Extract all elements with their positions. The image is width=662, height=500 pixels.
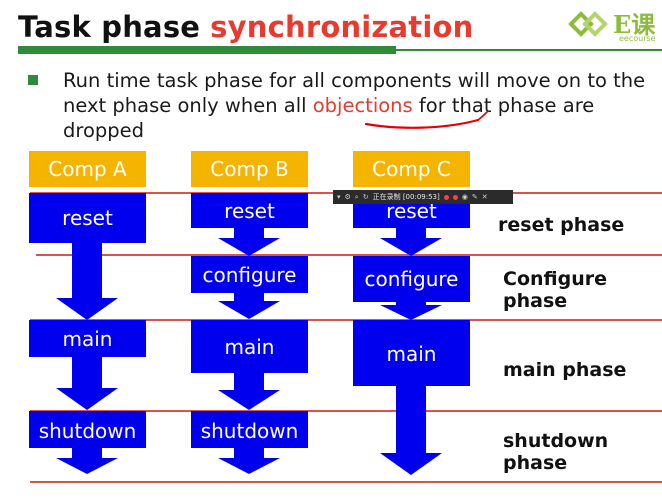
comp-b-shutdown-label: shutdown [201,419,299,443]
recording-status: 正在录制 [00:09:53] [372,193,440,201]
comp-a-header: Comp A [29,151,146,187]
comp-c-configure-label: configure [365,267,459,291]
phase-line-shutdown-start [30,410,662,412]
toolbar-menu-icon[interactable]: ▾ [337,193,341,201]
comp-a-main-arrow [56,357,118,410]
camera-icon[interactable]: ◉ [461,193,468,201]
phase-line-configure-start [36,254,662,256]
phase-label-configure-line2: phase [503,290,568,312]
phase-label-shutdown: shutdown phase [503,430,608,474]
stop-dot-icon[interactable] [452,194,458,200]
bullet-text-after: for that phase are dropped [63,94,595,142]
toolbar-settings-icon[interactable]: ⚙ [344,193,351,201]
record-dot-icon[interactable] [443,194,449,200]
comp-a-main-label: main [63,327,113,351]
bullet-highlight: objections [312,94,413,117]
comp-c-configure-block [353,256,470,302]
comp-b-configure-label: configure [203,263,297,287]
comp-a-shutdown-block [29,411,146,448]
comp-a-shutdown-label: shutdown [39,419,137,443]
phase-label-configure: Configure phase [503,268,607,312]
comp-b-reset-arrow [218,228,280,256]
title-underline [18,46,396,54]
pen-icon[interactable]: ✎ [471,193,478,201]
phase-line-main-start [30,319,662,321]
logo-subtext: eecourse [619,34,656,43]
phase-line-end [30,481,662,483]
comp-a-main-block [29,320,146,357]
toolbar-search-icon[interactable]: ⌕ [354,192,359,201]
recording-toolbar[interactable]: ▾ ⚙ ⌕ ↻ 正在录制 [00:09:53] ◉ ✎ ✕ [333,190,513,204]
comp-b-configure-arrow [218,293,280,319]
logo-mark-icon [568,11,608,37]
phase-label-configure-line1: Configure [503,268,607,290]
comp-b-shutdown-block [191,411,308,448]
comp-b-configure-block [191,256,308,293]
comp-c-reset-arrow [380,228,442,256]
comp-b-main-block [191,320,308,373]
comp-b-header: Comp B [191,151,308,187]
comp-c-main-block [353,320,470,386]
bullet-text-before: Run time task phase for all components w… [63,69,646,117]
comp-a-reset-block [29,193,146,243]
comp-a-reset-arrow [56,243,118,320]
comp-b-reset-block [191,193,308,228]
comp-a-shutdown-arrow [56,448,118,474]
title-accent: synchronization [210,10,474,44]
phase-label-shutdown-line2: phase [503,452,568,474]
brand-logo: E课 eecourse [567,5,662,45]
comp-a-reset-label: reset [62,206,113,230]
comp-c-configure-arrow [380,302,442,320]
comp-c-main-label: main [387,342,437,366]
title-main: Task phase [18,10,201,44]
comp-c-header: Comp C [353,151,470,187]
comp-c-main-arrow [380,386,442,475]
title-rule [396,49,662,51]
logo-text: E课 [613,10,656,39]
phase-label-reset: reset phase [498,214,625,236]
comp-b-main-label: main [225,335,275,359]
close-icon[interactable]: ✕ [481,193,488,201]
comp-b-main-arrow [218,373,280,410]
comp-b-reset-label: reset [224,199,275,223]
toolbar-refresh-icon[interactable]: ↻ [362,193,369,201]
bullet-text: Run time task phase for all components w… [63,68,653,143]
page-title: Task phase synchronization [18,8,473,46]
phase-label-shutdown-line1: shutdown [503,430,609,452]
bullet-marker [28,75,38,85]
comp-b-shutdown-arrow [218,448,280,474]
phase-label-main: main phase [503,359,627,381]
